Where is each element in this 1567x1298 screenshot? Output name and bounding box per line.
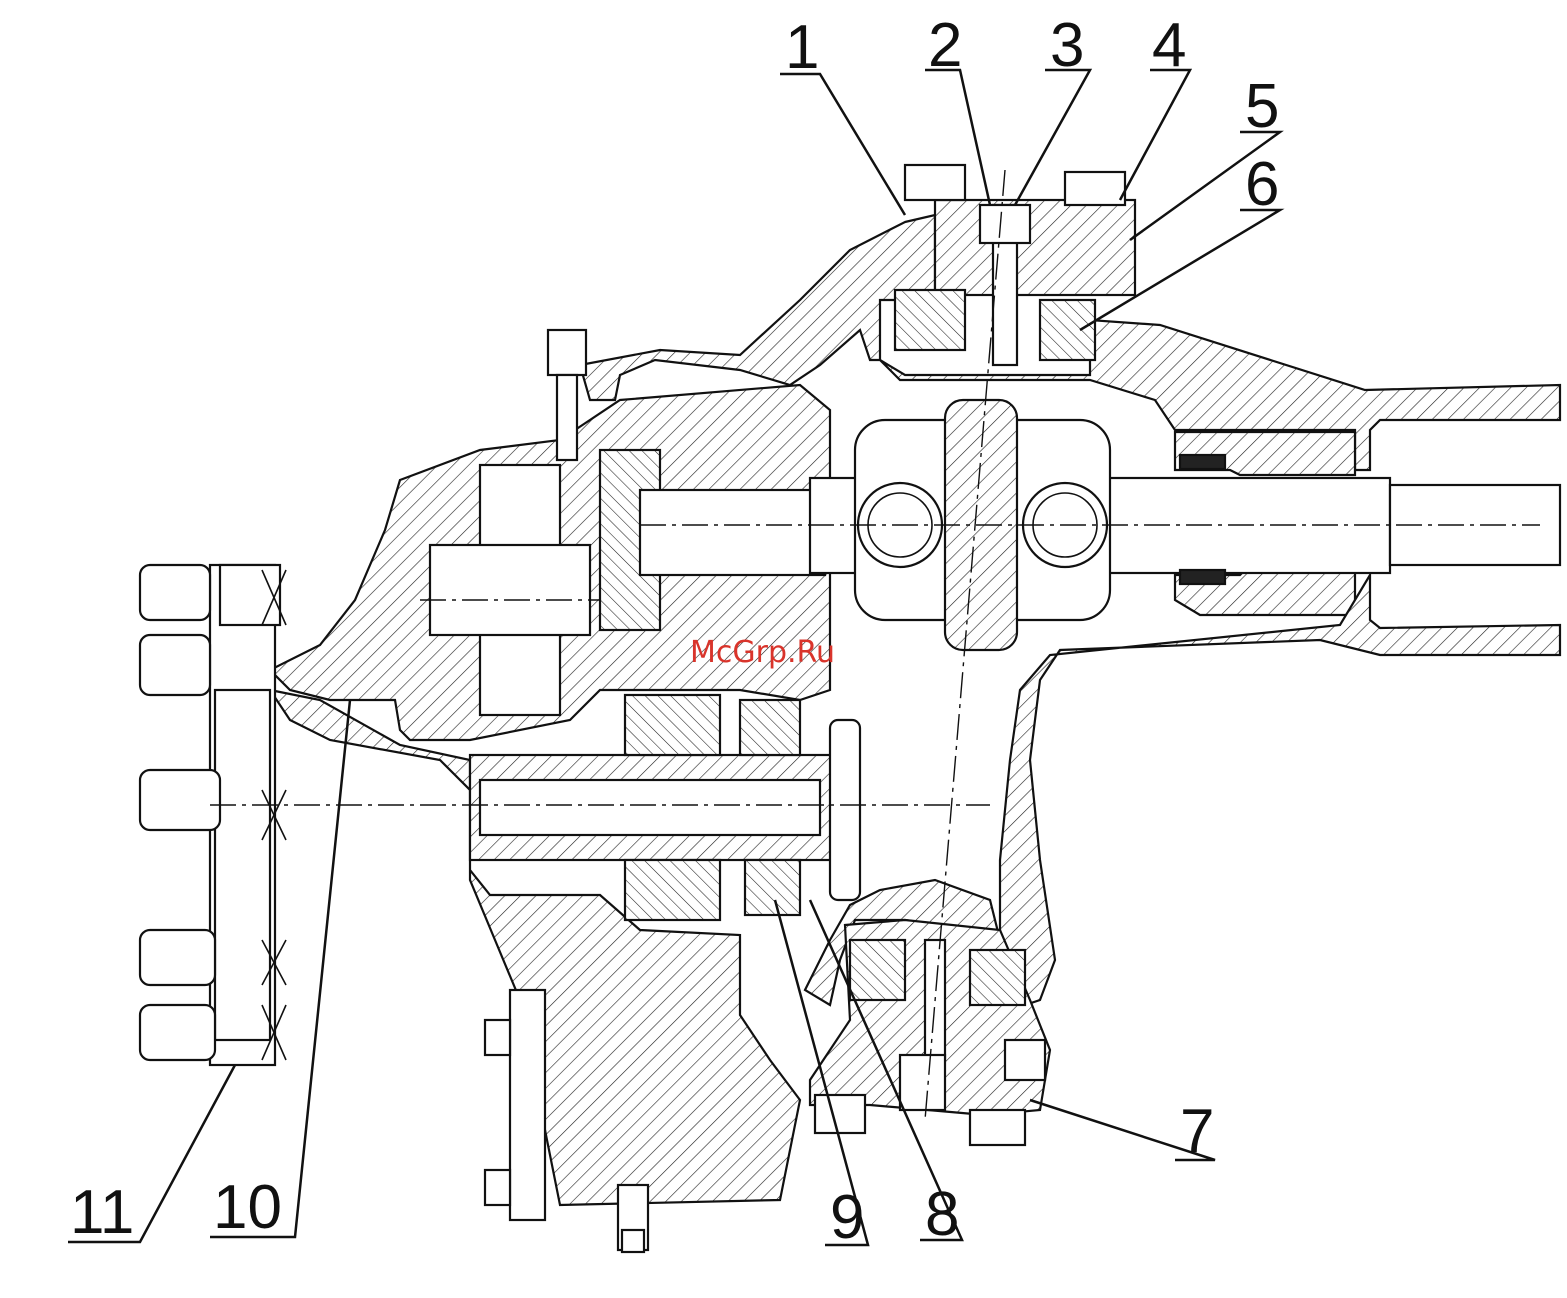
upper-bolt-right-head: [1065, 172, 1125, 205]
upper-grease-nipple: [980, 205, 1030, 243]
upper-bearing-right: [1040, 300, 1095, 360]
upper-bearing-left: [895, 290, 965, 350]
lower-outer-bearing: [745, 860, 800, 915]
callout-3: 3: [1050, 11, 1084, 80]
callout-11: 11: [70, 1178, 134, 1247]
lower-inner-bearing: [625, 860, 720, 920]
brake-plate: [510, 990, 545, 1220]
outer-bearing: [740, 700, 800, 755]
upper-bolt-left-head: [905, 165, 965, 200]
lower-bolt-right-head: [970, 1110, 1025, 1145]
callout-5: 5: [1245, 72, 1279, 141]
watermark: McGrp.Ru: [690, 635, 835, 670]
lower-stop: [1005, 1040, 1045, 1080]
hub-cap: [830, 720, 860, 900]
callout-7: 7: [1180, 1097, 1214, 1166]
lower-bolt-left-head: [815, 1095, 865, 1133]
lower-bearing-left: [850, 940, 905, 1000]
brake-bolt-upper: [485, 1020, 510, 1055]
right-seal-bottom: [1180, 570, 1225, 584]
drain-plug-tip: [622, 1230, 644, 1252]
spindle-bore: [480, 780, 820, 835]
planet-pin: [430, 545, 590, 635]
upper-cap: [935, 200, 1135, 295]
lower-grease-nipple: [900, 1055, 945, 1110]
brake-bolt-lower: [485, 1170, 510, 1205]
right-seal-top: [1180, 455, 1225, 469]
callout-9: 9: [830, 1183, 864, 1252]
callout-10: 10: [213, 1173, 282, 1242]
callout-4: 4: [1152, 11, 1186, 80]
callout-2: 2: [928, 11, 962, 80]
top-plug: [548, 330, 586, 375]
flange-inner: [215, 690, 270, 1040]
input-shaft-stub: [640, 490, 825, 575]
callout-8: 8: [925, 1180, 959, 1249]
inner-bearing: [625, 695, 720, 755]
callout-1: 1: [785, 13, 819, 82]
top-plug-stem: [557, 375, 577, 460]
lower-bearing-right: [970, 950, 1025, 1005]
callout-6: 6: [1245, 150, 1279, 219]
